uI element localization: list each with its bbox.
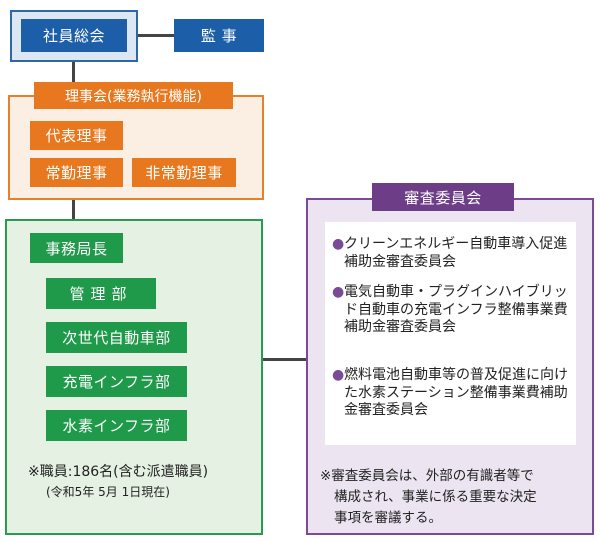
connector-shareholders-auditor: [138, 34, 174, 37]
committee-item-text: クリーンエネルギー自動車導入促進補助金審査委員会: [344, 236, 568, 270]
connector-board-secretariat: [72, 200, 75, 219]
bullet-dot-icon: ●: [332, 236, 345, 252]
committee-item: ● 電気自動車・プラグインハイブリッド自動車の充電インフラ整備事業費補助金審査委…: [332, 284, 573, 337]
connector-shareholders-board: [72, 62, 75, 82]
secretariat-head-box: 事務局長: [30, 233, 123, 263]
board-title: 理事会(業務執行機能): [34, 82, 233, 109]
department-admin-box: 管理部: [46, 278, 156, 309]
shareholders-meeting-box: 社員総会: [21, 19, 127, 52]
committee-item-text: 燃料電池自動車等の普及促進に向けた水素ステーション整備事業費補助金審査委員会: [344, 367, 568, 418]
auditor-box: 監 事: [174, 19, 264, 52]
review-committee-title: 審査委員会: [372, 183, 514, 211]
review-committee-note-line: 事項を審議する。: [334, 510, 442, 526]
bullet-dot-icon: ●: [332, 284, 345, 300]
full-time-director-box: 常勤理事: [30, 158, 123, 187]
representative-director-box: 代表理事: [30, 121, 123, 150]
committee-item: ● クリーンエネルギー自動車導入促進補助金審査委員会: [332, 236, 573, 271]
part-time-director-box: 非常勤理事: [132, 158, 236, 187]
review-committee-note-line: ※審査委員会は、外部の有識者等で: [320, 468, 534, 484]
committee-item: ● 燃料電池自動車等の普及促進に向けた水素ステーション整備事業費補助金審査委員会: [332, 367, 573, 420]
bullet-dot-icon: ●: [332, 367, 345, 383]
department-charging-infra-box: 充電インフラ部: [46, 366, 187, 397]
department-hydrogen-infra-box: 水素インフラ部: [46, 410, 187, 441]
staff-count-note: ※職員:186名(含む派遣職員): [28, 464, 209, 480]
review-committee-note-line: 構成され、事業に係る重要な決定: [334, 489, 537, 505]
review-committee-list: ● クリーンエネルギー自動車導入促進補助金審査委員会 ● 電気自動車・プラグイン…: [325, 222, 576, 445]
committee-item-text: 電気自動車・プラグインハイブリッド自動車の充電インフラ整備事業費補助金審査委員会: [344, 284, 568, 335]
department-next-gen-vehicle-box: 次世代自動車部: [46, 322, 187, 353]
connector-secretariat-review: [263, 358, 306, 361]
staff-count-date: (令和5年 5月 1日現在): [46, 485, 170, 499]
